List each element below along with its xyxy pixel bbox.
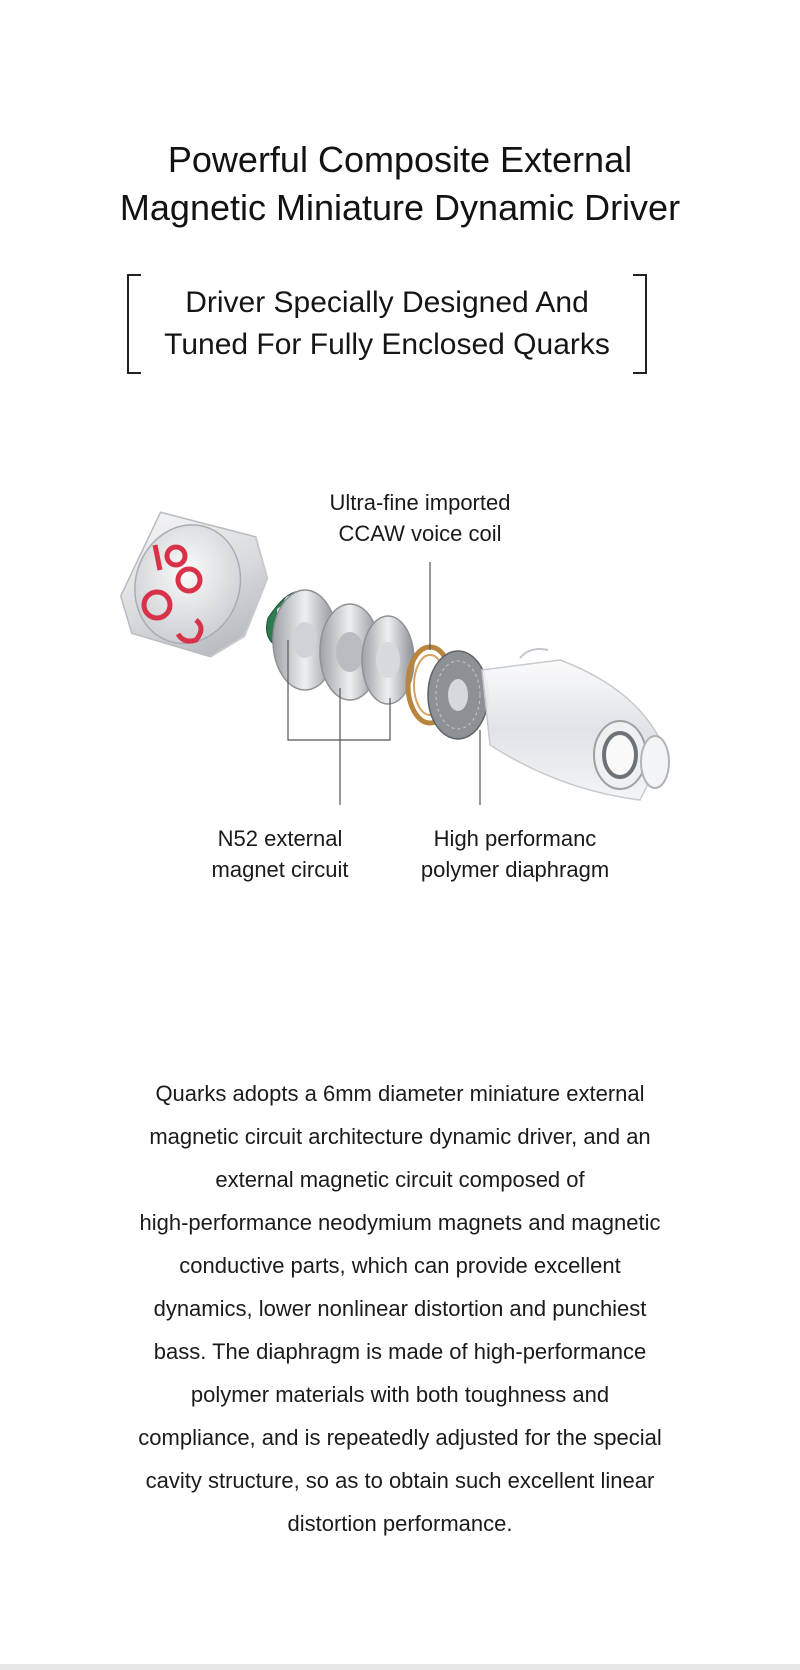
faceplate-shell [119, 511, 269, 658]
description-line: dynamics, lower nonlinear distortion and… [153, 1296, 647, 1321]
description-line: conductive parts, which can provide exce… [179, 1253, 621, 1278]
subheadline: Driver Specially Designed And Tuned For … [147, 282, 627, 366]
callout-diaphragm-line-2: polymer diaphragm [420, 857, 610, 882]
callout-lines [287, 562, 481, 805]
description-line: magnetic circuit architecture dynamic dr… [149, 1124, 651, 1149]
callout-magnet-line-1: N52 external [217, 826, 343, 851]
description-line: cavity structure, so as to obtain such e… [145, 1468, 655, 1493]
nozzle-housing [481, 648, 670, 801]
headline-line-2: Magnetic Miniature Dynamic Driver [119, 187, 681, 228]
description-line: compliance, and is repeatedly adjusted f… [138, 1425, 662, 1450]
bottom-divider [0, 1664, 800, 1670]
bracketed-subheadline: Driver Specially Designed And Tuned For … [127, 274, 647, 374]
headline: Powerful Composite External Magnetic Min… [0, 136, 800, 232]
headline-line-1: Powerful Composite External [167, 139, 633, 180]
diaphragm [427, 650, 489, 740]
subheadline-line-2: Tuned For Fully Enclosed Quarks [164, 328, 610, 361]
callout-diaphragm: High performanc polymer diaphragm [395, 823, 635, 885]
callout-diaphragm-line-1: High performanc [433, 826, 597, 851]
callout-voice-coil-line-2: CCAW voice coil [338, 521, 502, 546]
brand-logo-mark [141, 544, 204, 644]
exploded-driver-diagram: Ultra-fine imported CCAW voice coil N52 … [0, 490, 800, 960]
callout-magnet-line-2: magnet circuit [211, 857, 349, 882]
description-line: high-performance neodymium magnets and m… [139, 1210, 661, 1235]
description-line: bass. The diaphragm is made of high-perf… [153, 1339, 647, 1364]
earphone-exploded-illustration [119, 511, 670, 805]
description-paragraph: Quarks adopts a 6mm diameter miniature e… [60, 1072, 740, 1545]
callout-magnet: N52 external magnet circuit [180, 823, 380, 885]
description-line: Quarks adopts a 6mm diameter miniature e… [155, 1081, 645, 1106]
callout-voice-coil-line-1: Ultra-fine imported [329, 490, 511, 515]
subheadline-line-1: Driver Specially Designed And [185, 286, 589, 319]
description-line: external magnetic circuit composed of [215, 1167, 585, 1192]
right-bracket [633, 274, 647, 374]
description-line: distortion performance. [287, 1511, 513, 1536]
callout-voice-coil: Ultra-fine imported CCAW voice coil [300, 487, 540, 549]
magnet-disc-3 [361, 615, 415, 705]
description-line: polymer materials with both toughness an… [190, 1382, 610, 1407]
left-bracket [127, 274, 141, 374]
